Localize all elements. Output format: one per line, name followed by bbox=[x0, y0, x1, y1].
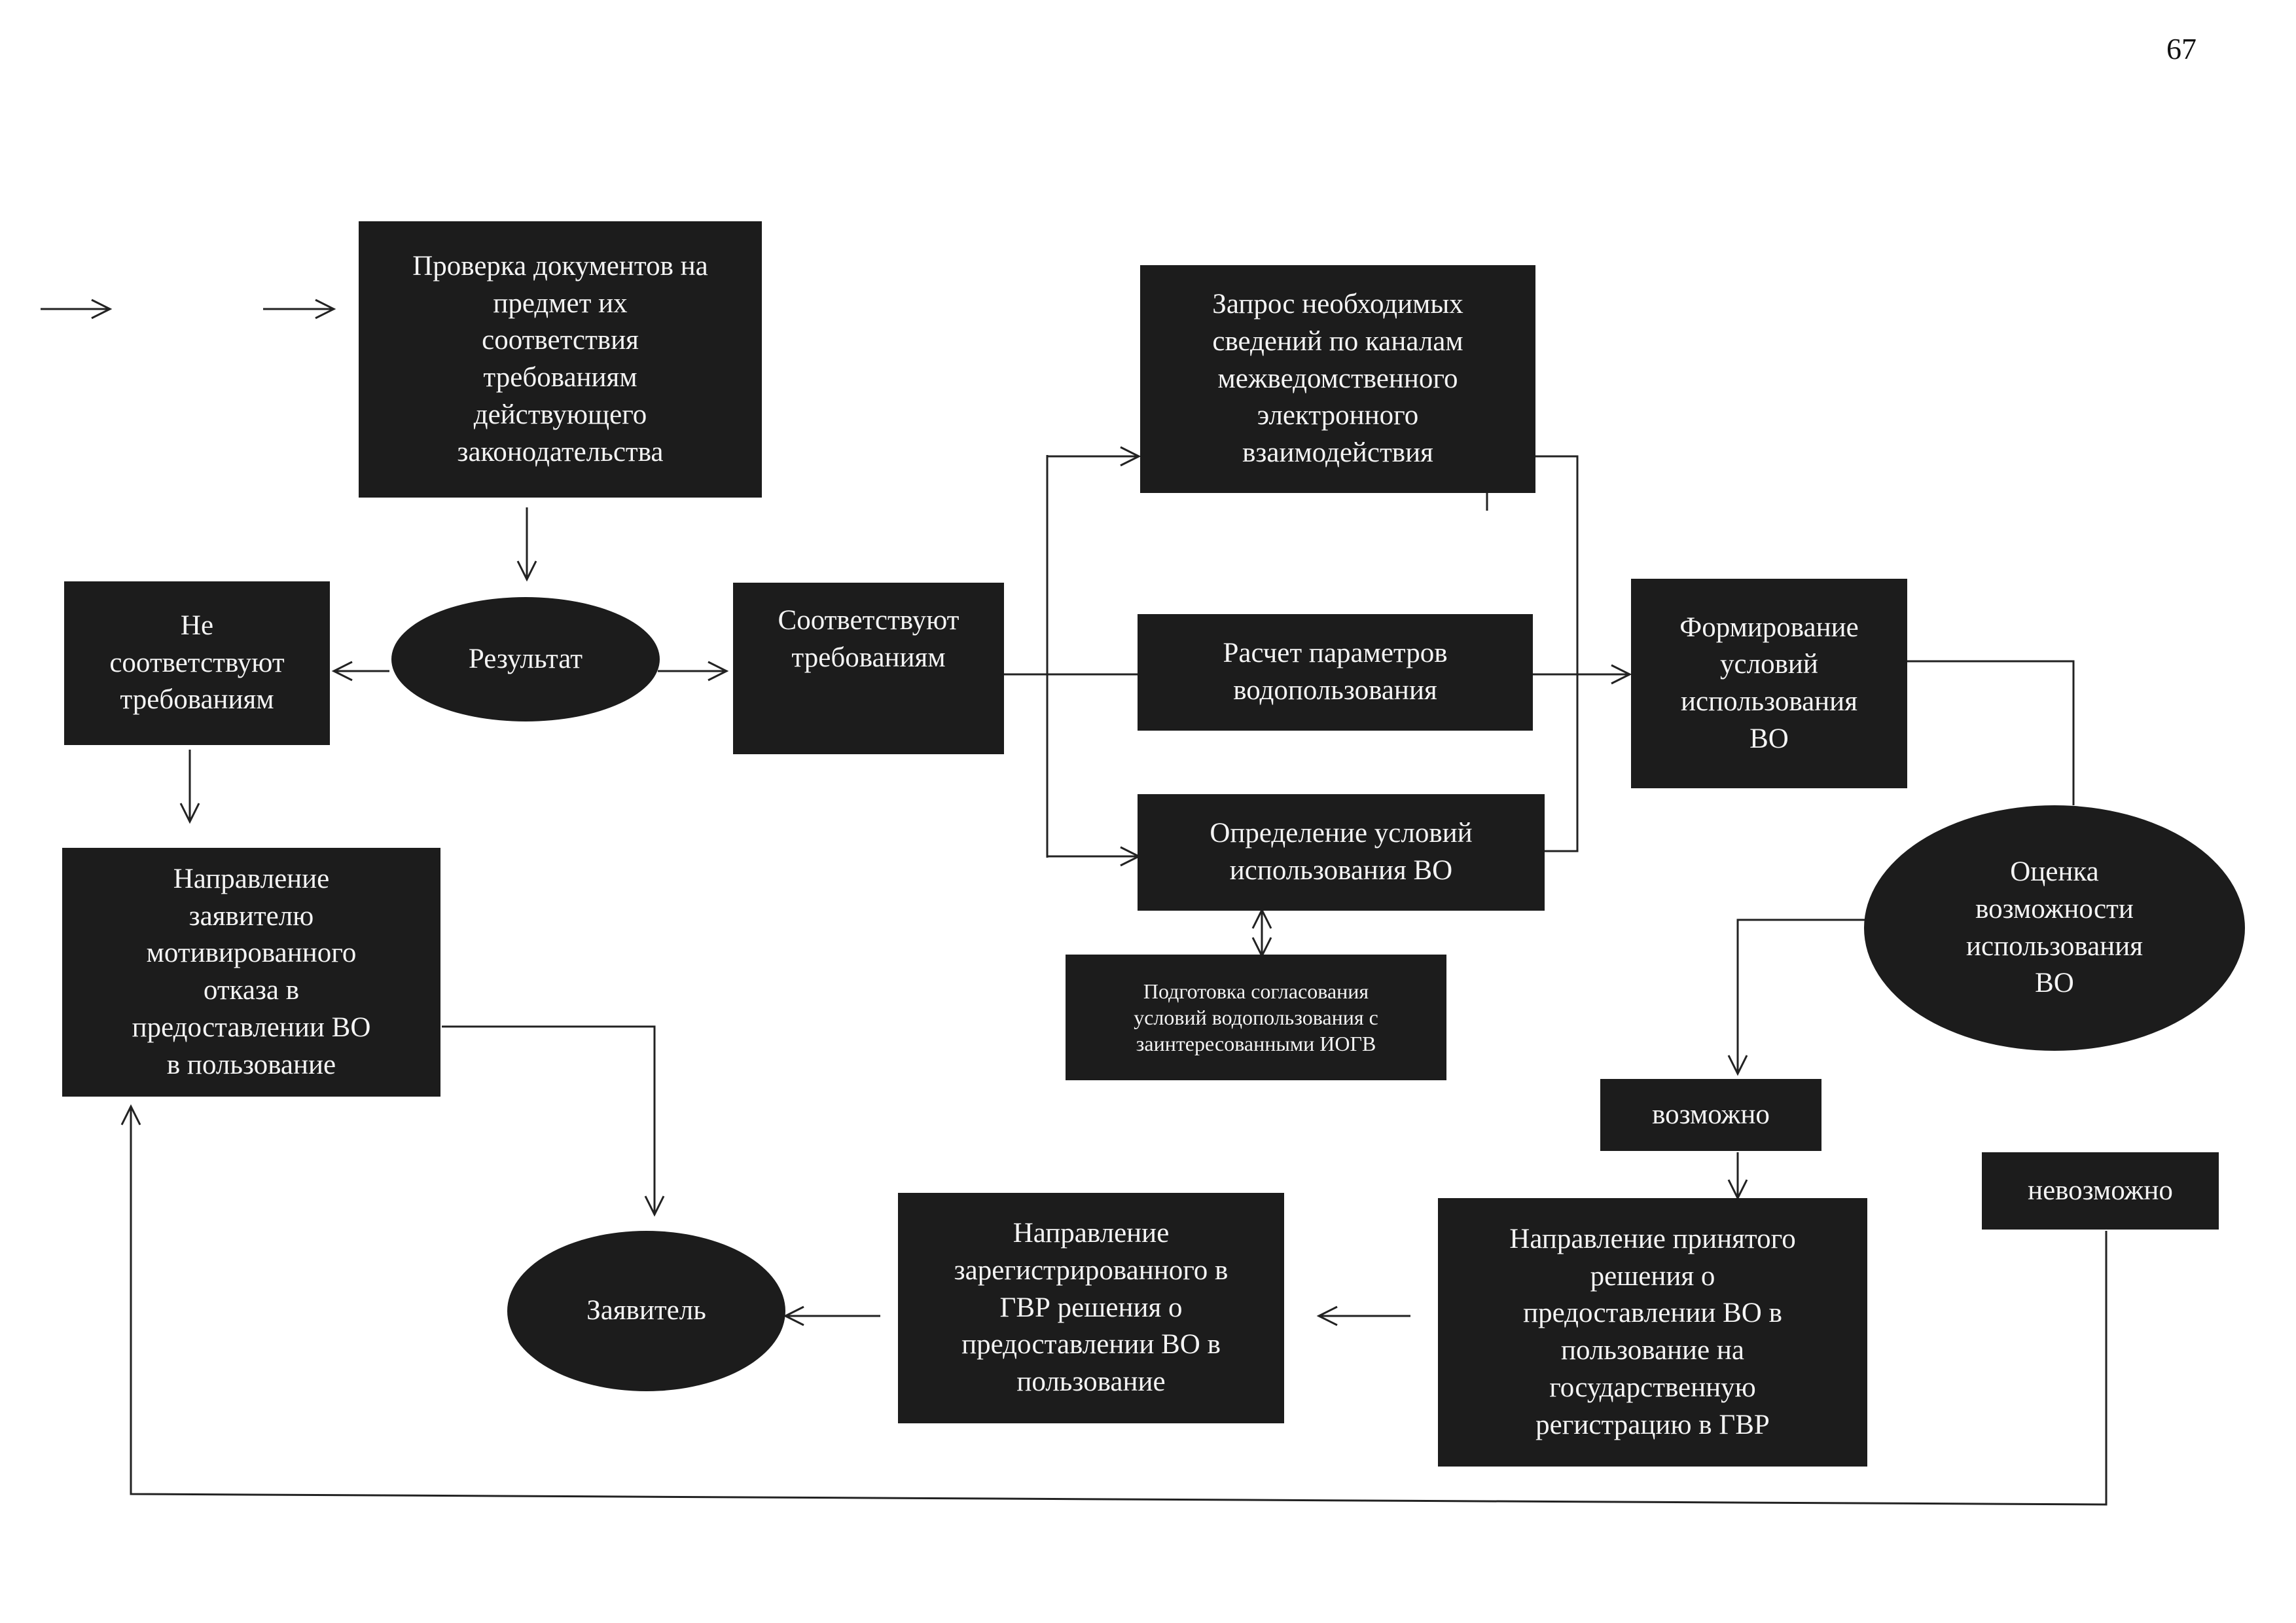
line-request-to-merge bbox=[1532, 455, 1579, 852]
define-conditions-box: Определение условий использования ВО bbox=[1138, 794, 1545, 911]
form-conditions-box: Формирование условий использования ВО bbox=[1631, 579, 1907, 788]
line-form-to-assess bbox=[1906, 660, 2075, 805]
assess-possibility-ellipse: Оценка возможности использования ВО bbox=[1864, 805, 2245, 1051]
send-refusal-box: Направление заявителю мотивированного от… bbox=[62, 848, 440, 1097]
calc-params-box: Расчет параметров водопользования bbox=[1138, 614, 1533, 731]
interagency-request-box: Запрос необходимых сведений по каналам м… bbox=[1140, 265, 1535, 493]
line-refusal-to-applicant bbox=[442, 1025, 665, 1217]
result-ellipse: Результат bbox=[391, 597, 660, 721]
line-assess-to-possible bbox=[1727, 919, 1867, 1076]
applicant-ellipse: Заявитель bbox=[507, 1231, 785, 1391]
prepare-agreement-box: Подготовка согласования условий водополь… bbox=[1066, 955, 1446, 1080]
possible-box: возможно bbox=[1600, 1079, 1821, 1151]
send-registered-box: Направление зарегистрированного в ГВР ре… bbox=[898, 1193, 1284, 1423]
impossible-box: невозможно bbox=[1982, 1152, 2219, 1230]
send-decision-gvr-box: Направление принятого решения о предоста… bbox=[1438, 1198, 1867, 1467]
page-number: 67 bbox=[2166, 32, 2197, 65]
check-documents-box: Проверка документов на предмет их соотве… bbox=[359, 221, 762, 498]
compliant-box: Соответствуют требованиям bbox=[733, 583, 1004, 754]
line-impossible-loop bbox=[120, 1104, 2108, 1506]
not-compliant-box: Не соответствуют требованиям bbox=[64, 581, 330, 745]
